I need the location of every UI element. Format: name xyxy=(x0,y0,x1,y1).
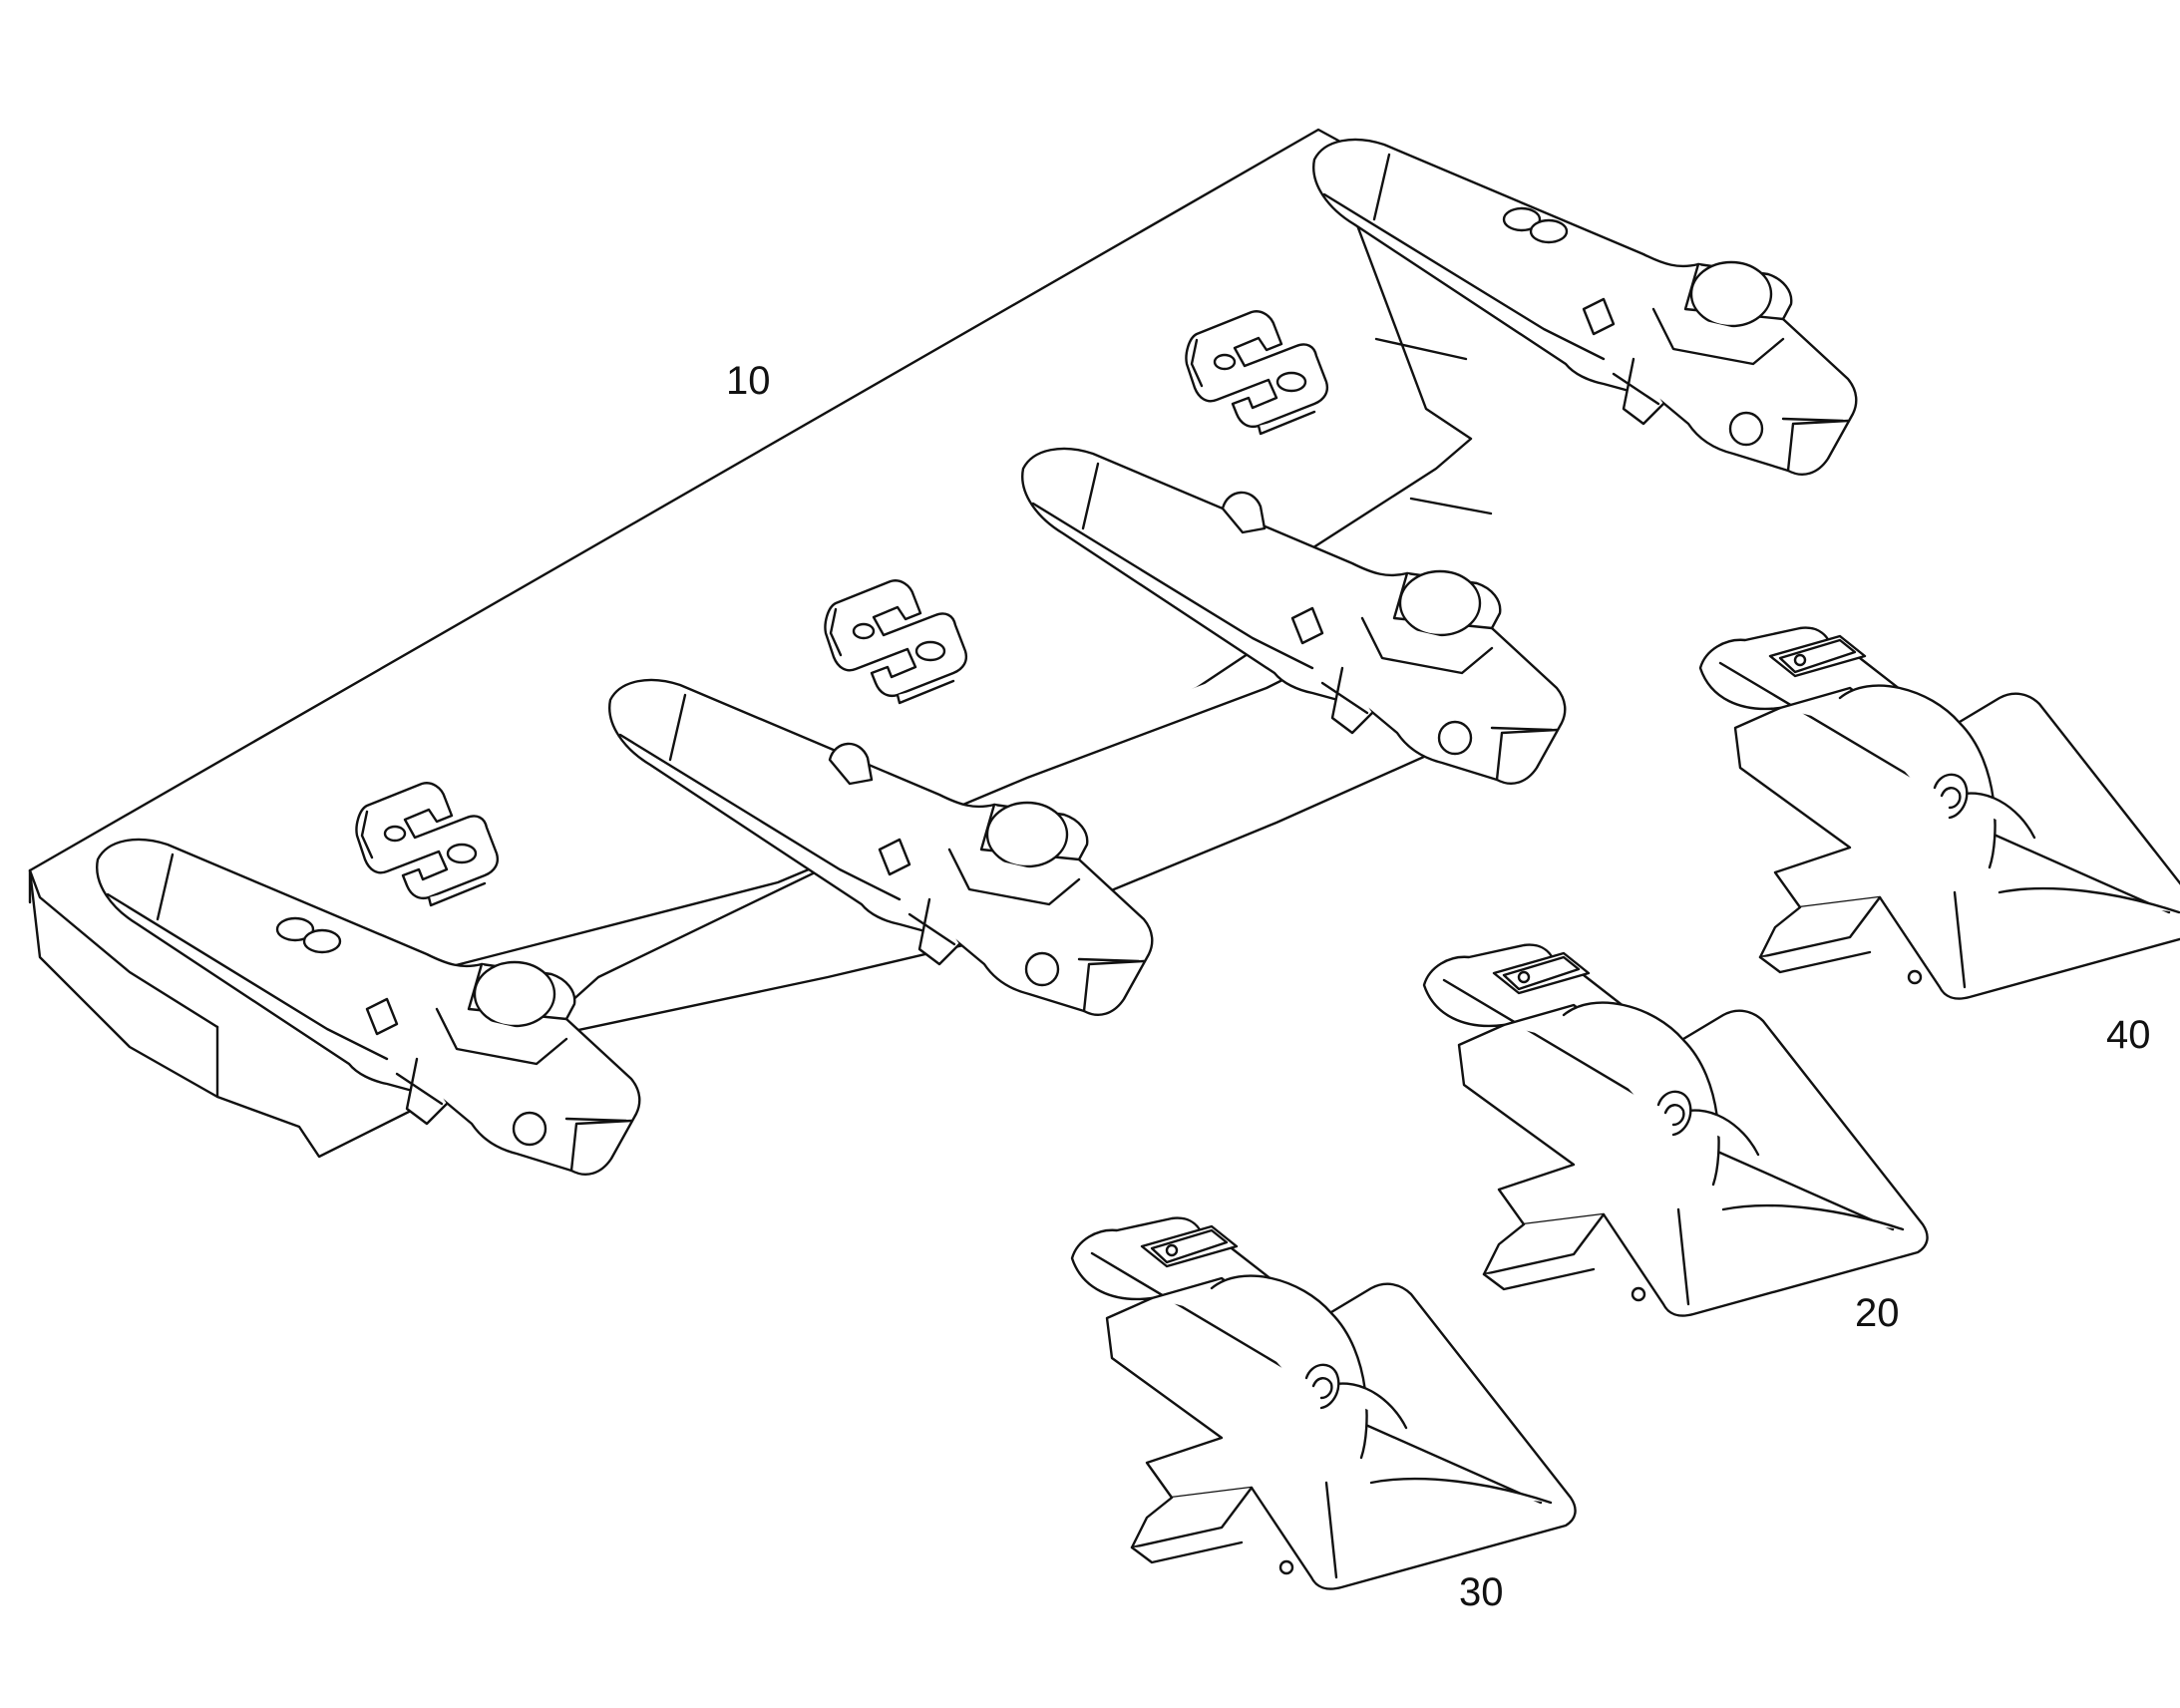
adapter-2 xyxy=(608,678,1154,1016)
adapter-4 xyxy=(1312,138,1858,476)
part-label-20: 20 xyxy=(1855,1291,1900,1335)
part-label-30: 30 xyxy=(1459,1570,1504,1614)
bucket-tooth-20 xyxy=(1422,943,1929,1317)
adapter-3 xyxy=(1021,447,1567,785)
part-label-40: 40 xyxy=(2106,1013,2151,1057)
bucket-tooth-40 xyxy=(1698,626,2180,1000)
adapter-1 xyxy=(96,838,641,1176)
part-label-10: 10 xyxy=(726,359,771,403)
